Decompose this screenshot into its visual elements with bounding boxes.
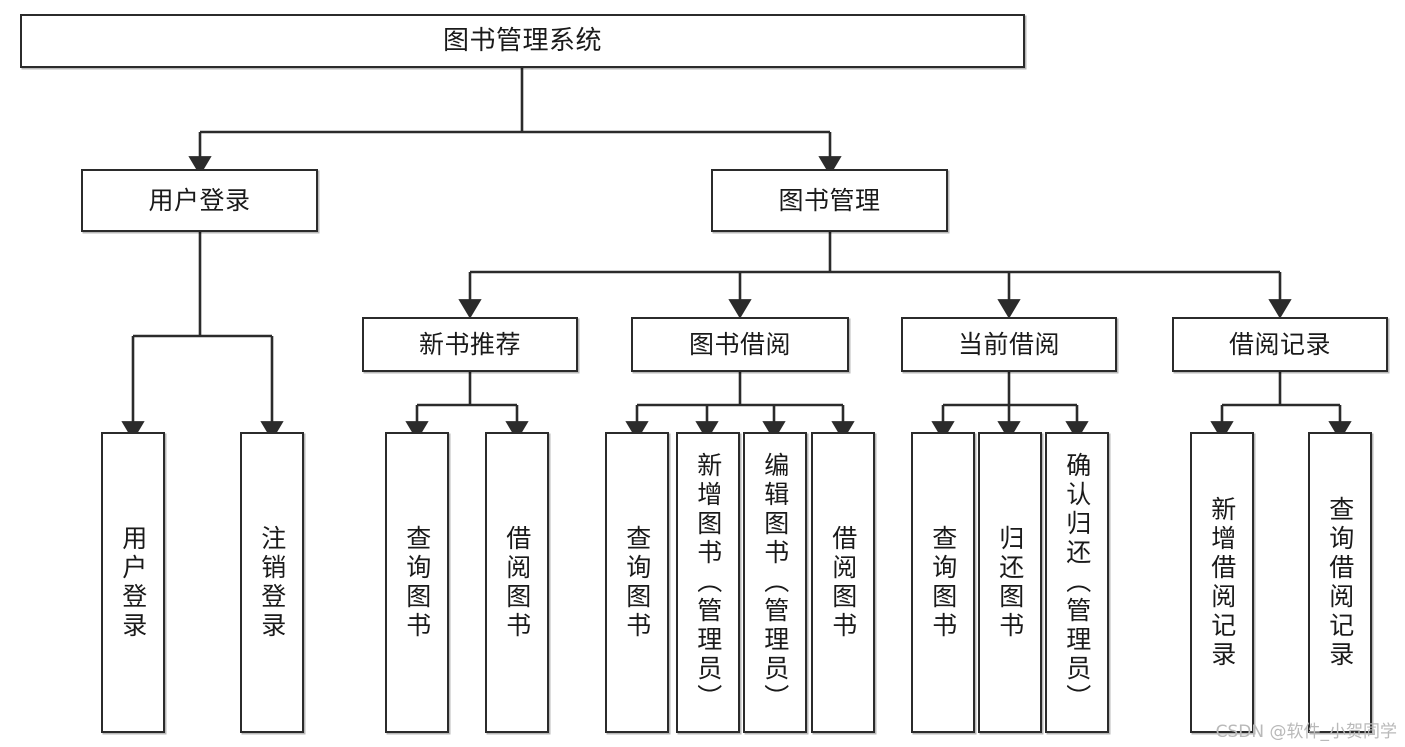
leaf-recommend-borrow-book[interactable]: 借阅图书 xyxy=(485,432,549,733)
node-label: 编辑图书（管理员） xyxy=(760,452,790,713)
node-book-management[interactable]: 图书管理 xyxy=(711,169,948,232)
node-new-book-recommend[interactable]: 新书推荐 xyxy=(362,317,578,372)
node-root-system[interactable]: 图书管理系统 xyxy=(20,14,1025,68)
node-label: 查询借阅记录 xyxy=(1325,495,1355,670)
node-label: 借阅图书 xyxy=(828,524,858,641)
node-label: 新增借阅记录 xyxy=(1207,495,1237,670)
node-label: 注销登录 xyxy=(257,524,287,641)
leaf-borrow-borrow-book[interactable]: 借阅图书 xyxy=(811,432,875,733)
node-current-borrow[interactable]: 当前借阅 xyxy=(901,317,1117,372)
leaf-borrow-edit-book-admin[interactable]: 编辑图书（管理员） xyxy=(743,432,807,733)
node-label: 确认归还（管理员） xyxy=(1062,452,1092,713)
node-label: 借阅记录 xyxy=(1228,330,1331,359)
node-label: 归还图书 xyxy=(995,524,1025,641)
node-label: 新增图书（管理员） xyxy=(693,452,723,713)
leaf-record-add-record[interactable]: 新增借阅记录 xyxy=(1190,432,1254,733)
leaf-borrow-query-book[interactable]: 查询图书 xyxy=(605,432,669,733)
node-label: 新书推荐 xyxy=(418,330,521,359)
leaf-current-confirm-return-admin[interactable]: 确认归还（管理员） xyxy=(1045,432,1109,733)
node-label: 用户登录 xyxy=(118,524,148,641)
leaf-user-login-logout[interactable]: 注销登录 xyxy=(240,432,304,733)
node-label: 查询图书 xyxy=(622,524,652,641)
leaf-borrow-add-book-admin[interactable]: 新增图书（管理员） xyxy=(676,432,740,733)
node-borrow-record[interactable]: 借阅记录 xyxy=(1172,317,1388,372)
node-label: 当前借阅 xyxy=(957,330,1060,359)
node-label: 查询图书 xyxy=(928,524,958,641)
leaf-user-login-login[interactable]: 用户登录 xyxy=(101,432,165,733)
leaf-current-query-book[interactable]: 查询图书 xyxy=(911,432,975,733)
csdn-watermark: CSDN @软件_小贺同学 xyxy=(1215,722,1397,742)
node-label: 查询图书 xyxy=(402,524,432,641)
node-label: 图书管理系统 xyxy=(442,26,602,56)
node-label: 用户登录 xyxy=(148,186,251,215)
node-label: 图书借阅 xyxy=(688,330,791,359)
node-user-login[interactable]: 用户登录 xyxy=(81,169,318,232)
node-label: 图书管理 xyxy=(778,186,881,215)
leaf-recommend-query-book[interactable]: 查询图书 xyxy=(385,432,449,733)
leaf-current-return-book[interactable]: 归还图书 xyxy=(978,432,1042,733)
node-book-borrow[interactable]: 图书借阅 xyxy=(631,317,849,372)
node-label: 借阅图书 xyxy=(502,524,532,641)
leaf-record-query-record[interactable]: 查询借阅记录 xyxy=(1308,432,1372,733)
